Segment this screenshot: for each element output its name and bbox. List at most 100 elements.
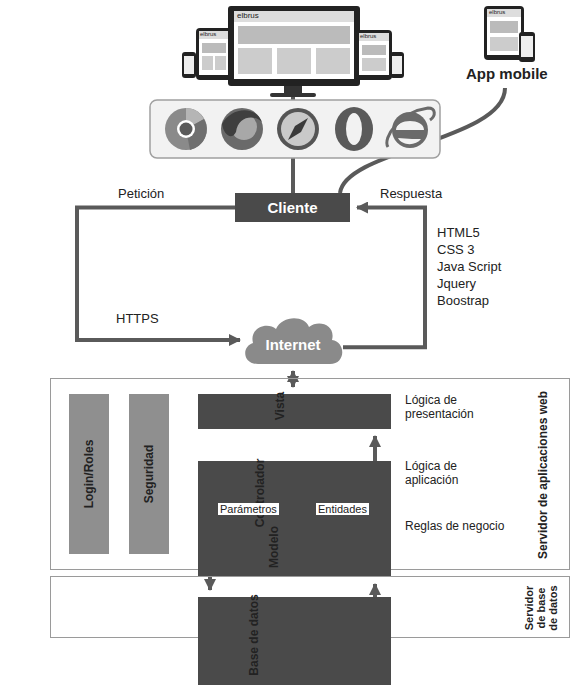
devices-illustration [182,6,404,97]
drawing-part [487,9,521,55]
db-server-panel: Base de datosServidor de base de datos [50,576,570,638]
server-heading: Servidor de aplicaciones web [537,383,549,568]
tech-label: Java Script [437,260,501,275]
ie-icon [387,108,434,148]
node-label: Cliente [267,199,317,216]
edge-label: Petición [116,186,166,201]
login-bar: Login/Roles [69,394,109,554]
drawing-part [222,110,262,136]
drawing-part [288,118,308,140]
drawing-part [392,112,428,148]
drawing-part [165,108,207,150]
node-label: Vista [274,391,286,419]
app-mobile-illustration [484,6,535,62]
drawing-part [397,131,423,136]
flow-arrow [373,584,377,597]
flow-arrow [291,371,295,387]
drawing-part [484,6,524,60]
flow-arrow [208,577,212,590]
drawing-part [387,108,434,147]
opera-icon [335,107,373,151]
layer-note: Reglas de negocio [405,520,505,534]
layer-note: Lógica de presentación [405,394,505,422]
drawing-part [234,11,354,22]
server-heading: Servidor de base de datos [523,582,559,634]
drawing-part [196,28,232,80]
drawing-part [359,33,389,75]
drawing-part [356,30,392,80]
node-label: Seguridad [143,445,155,504]
protocol-label: HTTPS [116,312,159,327]
drawing-part [362,58,386,71]
flow-arrow [77,208,240,341]
tech-label: Jquery [437,277,476,292]
internet-cloud: Internet [238,310,348,370]
drawing-part [177,120,195,138]
drawing-part [519,32,535,62]
layer-note: Lógica de aplicación [405,460,505,488]
node-label: Login/Roles [83,440,95,509]
drawing-part [346,113,362,145]
browser-bar [150,100,440,158]
brand-text: elbrus [360,33,376,40]
node-label: Base de datos [248,594,260,675]
drawing-part [390,52,404,78]
drawing-part [281,112,315,146]
tech-label: HTML5 [437,226,480,241]
drawing-part [398,138,421,144]
drawing-part [521,36,533,57]
drawing-part [199,31,229,75]
drawing-part [238,26,350,44]
drawing-part [291,158,295,193]
brand-text: elbrus [237,11,259,20]
drawing-part [238,48,272,74]
client-box: Cliente [235,193,350,222]
drawing-part [335,107,373,151]
node-label: Controlador [254,458,266,527]
tech-label: CSS 3 [437,243,475,258]
drawing-part [284,86,302,93]
drawing-part [277,48,311,74]
app-label: App mobile [466,65,548,82]
database-box: Base de datos [198,597,391,685]
drawing-part [490,37,518,51]
edge-label: Entidades [316,503,369,515]
drawing-part [202,56,213,70]
drawing-part [234,11,354,79]
node-label: Internet [238,336,348,353]
drawing-part [184,56,194,74]
drawing-part [316,48,350,74]
drawing-part [270,93,316,97]
controller-box: Controlador [198,461,391,536]
brand-text: elbrus [489,9,505,16]
edge-label: Parámetros [218,503,279,515]
drawing-part [199,31,229,39]
drawing-part [490,21,518,33]
flow-arrow [373,436,377,461]
drawing-part [221,108,263,150]
drawing-part [182,52,196,78]
safari-icon [277,108,319,150]
drawing-part [392,56,402,74]
drawing-part [362,45,386,55]
drawing-part [215,56,226,70]
app-server-panel: Login/Roles Seguridad VistaControladorMode… [50,378,570,570]
drawing-part [277,108,319,150]
security-bar: Seguridad [129,394,169,554]
drawing-part [487,9,521,17]
flow-arrow [343,208,425,348]
edge-label: Respuesta [378,186,444,201]
node-label: Modelo [268,526,280,568]
brand-text: elbrus [200,31,216,38]
view-box: Vista [198,394,391,429]
drawing-part [228,6,360,86]
drawing-part [202,43,226,53]
drawing-part [180,123,193,136]
model-box: Modelo [198,529,391,577]
tech-label: Boostrap [437,294,489,309]
drawing-part [150,100,440,158]
chrome-icon [165,108,207,150]
firefox-icon [221,108,263,150]
drawing-part [359,33,389,41]
